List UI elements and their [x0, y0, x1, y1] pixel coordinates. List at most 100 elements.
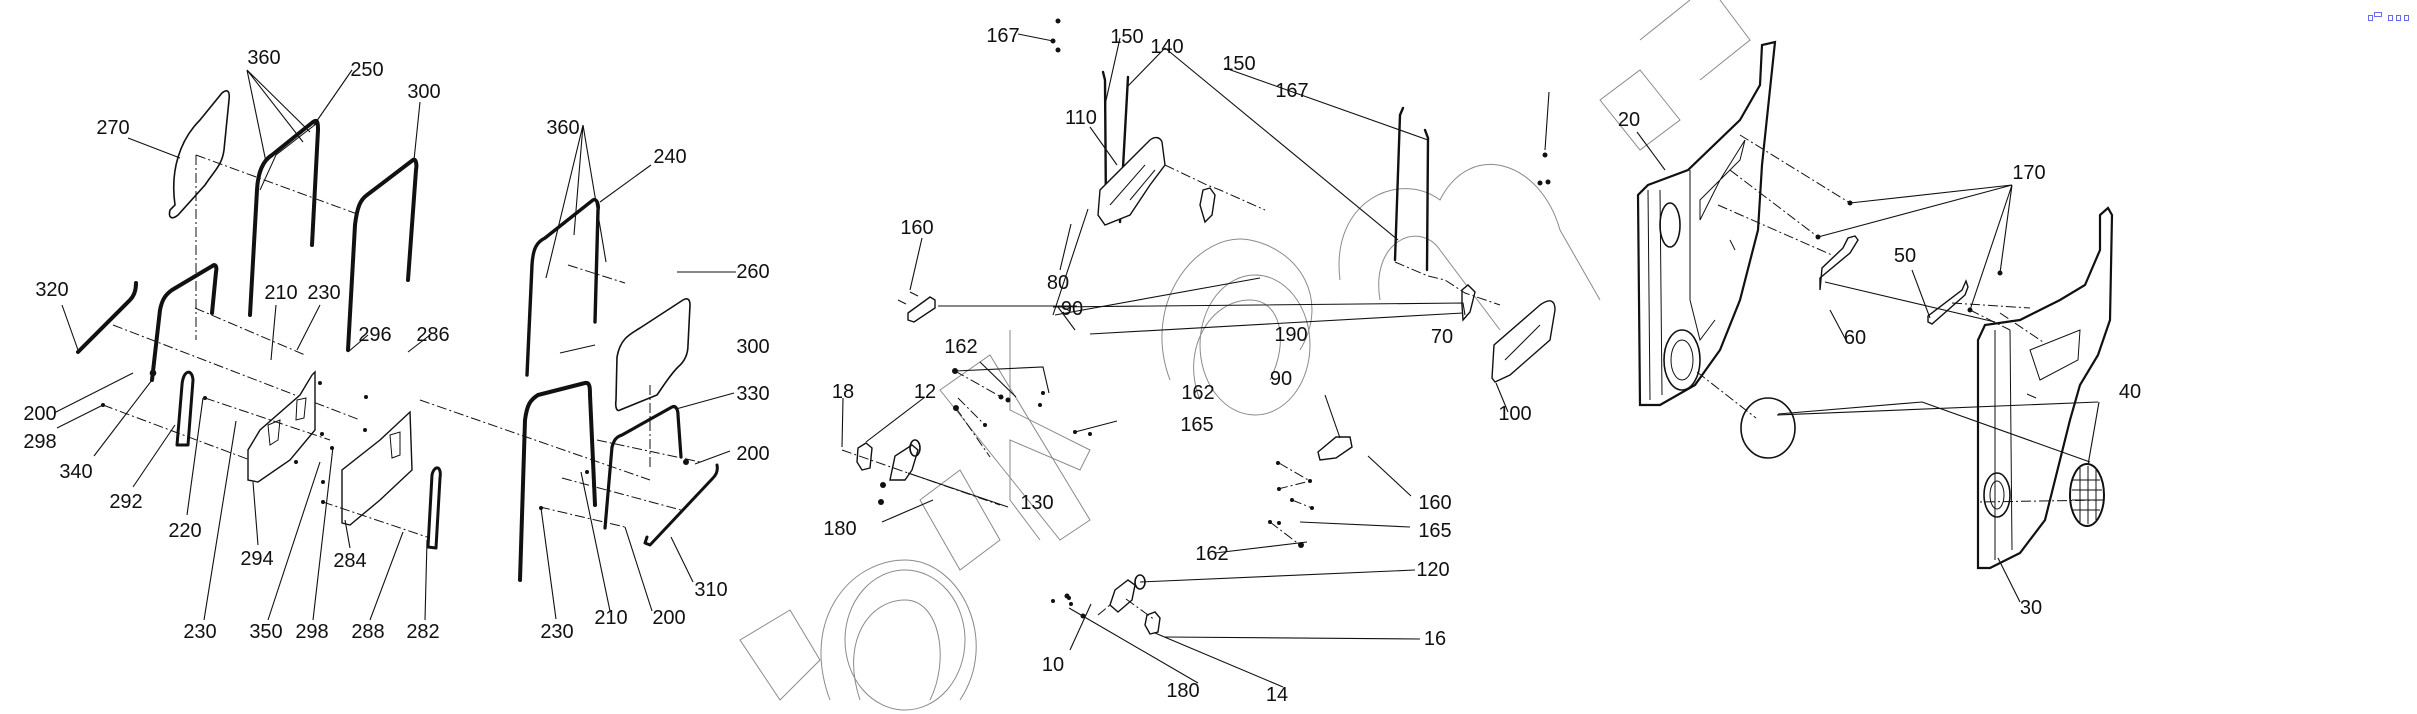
callout-230: 230 [307, 282, 340, 304]
callout-80: 80 [1047, 272, 1069, 294]
callout-10: 10 [1042, 654, 1064, 676]
callout-160: 160 [900, 217, 933, 239]
window-regulator-group: 360 250 270 300 360 240 320 210 230 296 … [23, 47, 769, 643]
callout-220: 220 [168, 520, 201, 542]
dot-icon [2396, 15, 2401, 21]
callout-294: 294 [240, 548, 273, 570]
callout-110: 110 [1065, 107, 1097, 129]
callout-210: 210 [594, 607, 627, 629]
callout-167: 167 [1275, 80, 1308, 102]
rod-150b [1423, 128, 1430, 272]
callout-300: 300 [407, 81, 440, 103]
run-channel-240 [525, 197, 600, 377]
callout-360: 360 [546, 117, 579, 139]
callout-298: 298 [23, 431, 56, 453]
rear-glass-270 [168, 90, 231, 219]
lower-channel-310 [643, 463, 719, 547]
callout-340: 340 [59, 461, 92, 483]
callout-16: 16 [1424, 628, 1446, 650]
callout-30: 30 [2020, 597, 2042, 619]
callout-310: 310 [694, 579, 727, 601]
callout-282: 282 [406, 621, 439, 643]
callout-162: 162 [1195, 543, 1228, 565]
handle-lock-group: 167 150 140 150 167 110 160 80 90 190 70… [823, 18, 1556, 706]
callout-14: 14 [1266, 684, 1288, 706]
watermark [739, 0, 1751, 711]
armrest-trim-60 [1819, 235, 1859, 291]
callout-360: 360 [247, 47, 280, 69]
run-channel-300b [518, 380, 597, 582]
inside-handle-110 [1097, 136, 1166, 226]
callout-210: 210 [264, 282, 297, 304]
regulator-panel-284 [341, 410, 413, 526]
callout-286: 286 [416, 324, 449, 346]
front-glass-260 [614, 298, 691, 412]
callout-165: 165 [1180, 414, 1213, 436]
regulator-282 [426, 466, 442, 550]
speaker-cover-40a [1740, 397, 1796, 459]
callout-40: 40 [2119, 381, 2141, 403]
callout-292: 292 [109, 491, 142, 513]
callout-298: 298 [295, 621, 328, 643]
callout-50: 50 [1894, 245, 1916, 267]
callout-320: 320 [35, 279, 68, 301]
callout-90: 90 [1270, 368, 1292, 390]
callout-230: 230 [183, 621, 216, 643]
callout-165: 165 [1418, 520, 1451, 542]
front-trim-panel-20 [1636, 40, 1777, 407]
callout-230: 230 [540, 621, 573, 643]
rod-140b [1393, 106, 1405, 262]
regulator-292 [175, 370, 195, 447]
callout-18: 18 [832, 381, 854, 403]
callout-90: 90 [1061, 298, 1083, 320]
callout-330: 330 [736, 383, 769, 405]
callout-150: 150 [1110, 26, 1143, 48]
leaders-right [1636, 131, 2100, 603]
callout-288: 288 [351, 621, 384, 643]
callout-162: 162 [944, 336, 977, 358]
callout-350: 350 [249, 621, 282, 643]
rectangle-icon [2374, 12, 2382, 17]
bracket-90b [1317, 436, 1353, 461]
callout-70: 70 [1431, 326, 1453, 348]
corner-icons [2368, 12, 2409, 21]
callout-170: 170 [2012, 162, 2045, 184]
callout-260: 260 [736, 261, 769, 283]
callout-160: 160 [1418, 492, 1451, 514]
callout-150: 150 [1222, 53, 1255, 75]
callout-250: 250 [350, 59, 383, 81]
callout-180: 180 [823, 518, 856, 540]
channel-330 [603, 404, 683, 530]
callout-100: 100 [1498, 403, 1531, 425]
lower-channel-main [150, 263, 219, 382]
bracket-70 [1461, 284, 1476, 322]
callout-190: 190 [1274, 324, 1307, 346]
latch-120 [1109, 579, 1136, 613]
small-square-icon [2368, 15, 2373, 21]
callout-270: 270 [96, 117, 129, 139]
callout-60: 60 [1844, 327, 1866, 349]
rear-trim-panel-30 [1976, 206, 2114, 570]
lock-cylinder-12 [856, 442, 873, 471]
rod-150a [1101, 70, 1108, 214]
leaders-middle [841, 33, 1550, 688]
callout-167: 167 [986, 25, 1019, 47]
speaker-grille-40b [2069, 463, 2105, 527]
bracket-90a [907, 296, 936, 323]
callout-200: 200 [23, 403, 56, 425]
callout-12: 12 [914, 381, 936, 403]
trim-panel-group: 20 170 60 50 40 30 [1618, 40, 2141, 619]
callout-140: 140 [1150, 36, 1183, 58]
armrest-trim-50 [1927, 279, 1969, 325]
callout-162: 162 [1181, 382, 1214, 404]
lower-channel-320 [76, 281, 138, 354]
dot-icon [2404, 15, 2409, 21]
callout-20: 20 [1618, 109, 1640, 131]
callout-180: 180 [1166, 680, 1199, 702]
lock-cylinder-14 [1144, 611, 1161, 635]
screws-middle [878, 368, 1314, 619]
callout-296: 296 [358, 324, 391, 346]
callout-130: 130 [1020, 492, 1053, 514]
run-channel-300a [346, 157, 419, 352]
